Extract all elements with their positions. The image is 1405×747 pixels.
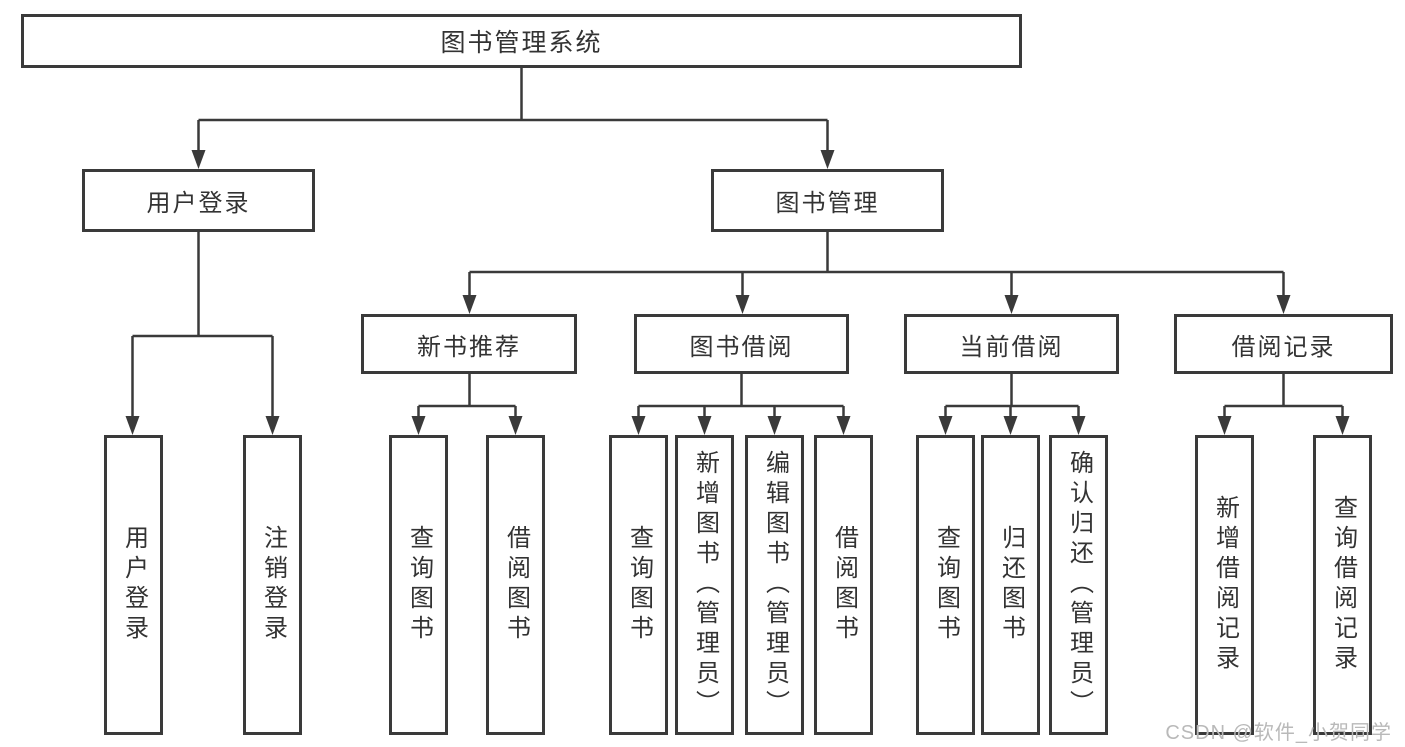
connector-arrowheads xyxy=(125,150,1350,435)
leaf-current-query-books: 查询图书 xyxy=(916,435,975,735)
arrow-icon xyxy=(1217,416,1232,435)
leaf-records-query-record: 查询借阅记录 xyxy=(1313,435,1372,735)
leaf-newbooks-query-books: 查询图书 xyxy=(389,435,448,735)
arrow-icon xyxy=(820,150,835,169)
arrow-icon xyxy=(938,416,953,435)
node-borrow-records: 借阅记录 xyxy=(1174,314,1393,374)
leaf-current-confirm-return-admin: 确认归还（管理员） xyxy=(1049,435,1108,735)
leaf-newbooks-borrow-books: 借阅图书 xyxy=(486,435,545,735)
connector-bookborrow-to-leaves xyxy=(637,374,845,420)
arrow-icon xyxy=(411,416,426,435)
arrow-icon xyxy=(191,150,206,169)
arrow-icon xyxy=(462,295,477,314)
connector-records-to-leaves xyxy=(1223,374,1344,420)
node-user-login: 用户登录 xyxy=(82,169,315,232)
arrow-icon xyxy=(735,295,750,314)
node-current-borrow: 当前借阅 xyxy=(904,314,1119,374)
connector-userlogin-to-leaves xyxy=(131,232,274,418)
arrow-icon xyxy=(1004,295,1019,314)
arrow-icon xyxy=(265,416,280,435)
connector-currentborrow-to-leaves xyxy=(944,374,1080,420)
leaf-borrow-edit-books-admin: 编辑图书（管理员） xyxy=(745,435,804,735)
arrow-icon xyxy=(1276,295,1291,314)
arrow-icon xyxy=(631,416,646,435)
leaf-borrow-query-books: 查询图书 xyxy=(609,435,668,735)
connector-bookmgmt-to-level3 xyxy=(468,232,1285,298)
leaf-current-return-books: 归还图书 xyxy=(981,435,1040,735)
arrow-icon xyxy=(836,416,851,435)
node-new-book-recommend: 新书推荐 xyxy=(361,314,577,374)
arrow-icon xyxy=(125,416,140,435)
connector-lines xyxy=(131,68,1344,420)
node-book-borrow: 图书借阅 xyxy=(634,314,849,374)
arrow-icon xyxy=(1071,416,1086,435)
arrow-icon xyxy=(1335,416,1350,435)
node-root-system: 图书管理系统 xyxy=(21,14,1022,68)
connector-root-to-level2 xyxy=(197,68,829,152)
csdn-watermark: CSDN @软件_小贺同学 xyxy=(1165,722,1392,744)
leaf-records-add-record: 新增借阅记录 xyxy=(1195,435,1254,735)
leaf-logout: 注销登录 xyxy=(243,435,302,735)
leaf-borrow-add-books-admin: 新增图书（管理员） xyxy=(675,435,734,735)
leaf-borrow-borrow-books: 借阅图书 xyxy=(814,435,873,735)
arrow-icon xyxy=(1003,416,1018,435)
arrow-icon xyxy=(508,416,523,435)
connector-newbooks-to-leaves xyxy=(417,374,517,420)
node-book-management: 图书管理 xyxy=(711,169,944,232)
leaf-user-login: 用户登录 xyxy=(104,435,163,735)
arrow-icon xyxy=(697,416,712,435)
arrow-icon xyxy=(767,416,782,435)
